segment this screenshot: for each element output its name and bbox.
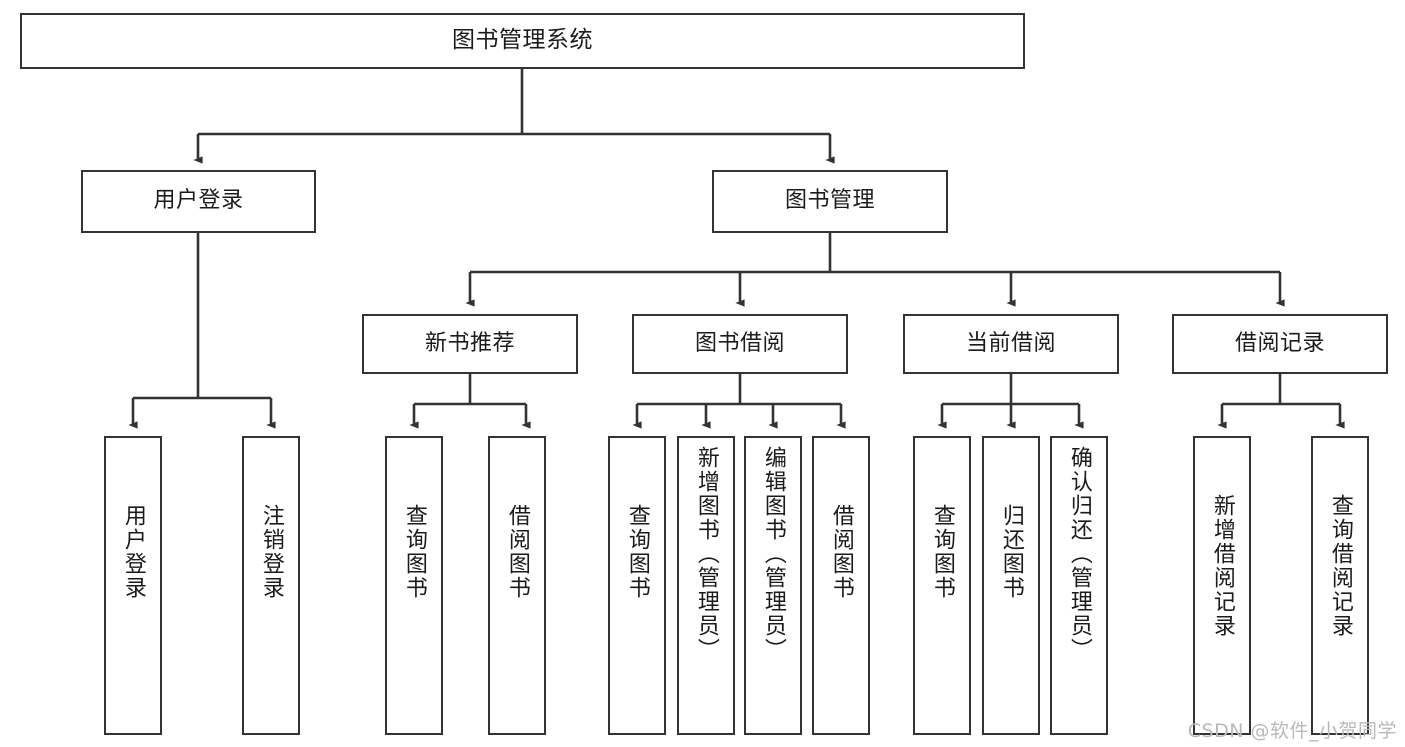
leaf-borrow-query-book[interactable]: 查询图书 <box>608 436 666 735</box>
node-label: 查询图书 <box>624 504 650 600</box>
node-current-borrow[interactable]: 当前借阅 <box>903 314 1119 374</box>
leaf-user-login-logout[interactable]: 注销登录 <box>242 436 300 735</box>
node-label: 查询借阅记录 <box>1327 494 1353 638</box>
node-label: 归还图书 <box>998 504 1024 600</box>
node-label: 用户登录 <box>153 188 244 214</box>
leaf-current-query-book[interactable]: 查询图书 <box>913 436 971 735</box>
node-label: 查询图书 <box>929 504 955 600</box>
node-label: 借阅图书 <box>504 504 530 600</box>
node-label: 新增图书（管理员） <box>693 446 719 662</box>
leaf-current-confirm-return-admin[interactable]: 确认归还（管理员） <box>1050 436 1108 735</box>
node-borrow-record[interactable]: 借阅记录 <box>1172 314 1388 374</box>
node-root-system[interactable]: 图书管理系统 <box>20 13 1025 69</box>
node-label: 新书推荐 <box>424 330 515 356</box>
node-book-management[interactable]: 图书管理 <box>712 170 948 233</box>
leaf-borrow-add-book-admin[interactable]: 新增图书（管理员） <box>677 436 735 735</box>
leaf-recommend-borrow-book[interactable]: 借阅图书 <box>488 436 546 735</box>
node-label: 用户登录 <box>120 504 146 600</box>
node-label: 图书管理 <box>784 188 875 214</box>
node-book-borrow[interactable]: 图书借阅 <box>632 314 848 374</box>
leaf-user-login-login[interactable]: 用户登录 <box>104 436 162 735</box>
node-label: 编辑图书（管理员） <box>760 446 786 662</box>
leaf-current-return-book[interactable]: 归还图书 <box>982 436 1040 735</box>
watermark: CSDN @软件_小贺同学 <box>1187 720 1397 742</box>
node-label: 图书管理系统 <box>452 27 593 54</box>
leaf-borrow-borrow-book[interactable]: 借阅图书 <box>812 436 870 735</box>
node-label: 确认归还（管理员） <box>1066 446 1092 662</box>
node-label: 借阅图书 <box>828 504 854 600</box>
leaf-record-add-record[interactable]: 新增借阅记录 <box>1193 436 1251 735</box>
leaf-record-query-record[interactable]: 查询借阅记录 <box>1311 436 1369 735</box>
node-label: 注销登录 <box>258 504 284 600</box>
node-label: 借阅记录 <box>1234 330 1325 356</box>
node-user-login[interactable]: 用户登录 <box>81 170 316 233</box>
leaf-borrow-edit-book-admin[interactable]: 编辑图书（管理员） <box>744 436 802 735</box>
leaf-recommend-query-book[interactable]: 查询图书 <box>385 436 443 735</box>
node-label: 新增借阅记录 <box>1209 494 1235 638</box>
node-new-book-recommend[interactable]: 新书推荐 <box>362 314 578 374</box>
node-label: 当前借阅 <box>965 330 1056 356</box>
node-label: 图书借阅 <box>694 330 785 356</box>
node-label: 查询图书 <box>401 504 427 600</box>
